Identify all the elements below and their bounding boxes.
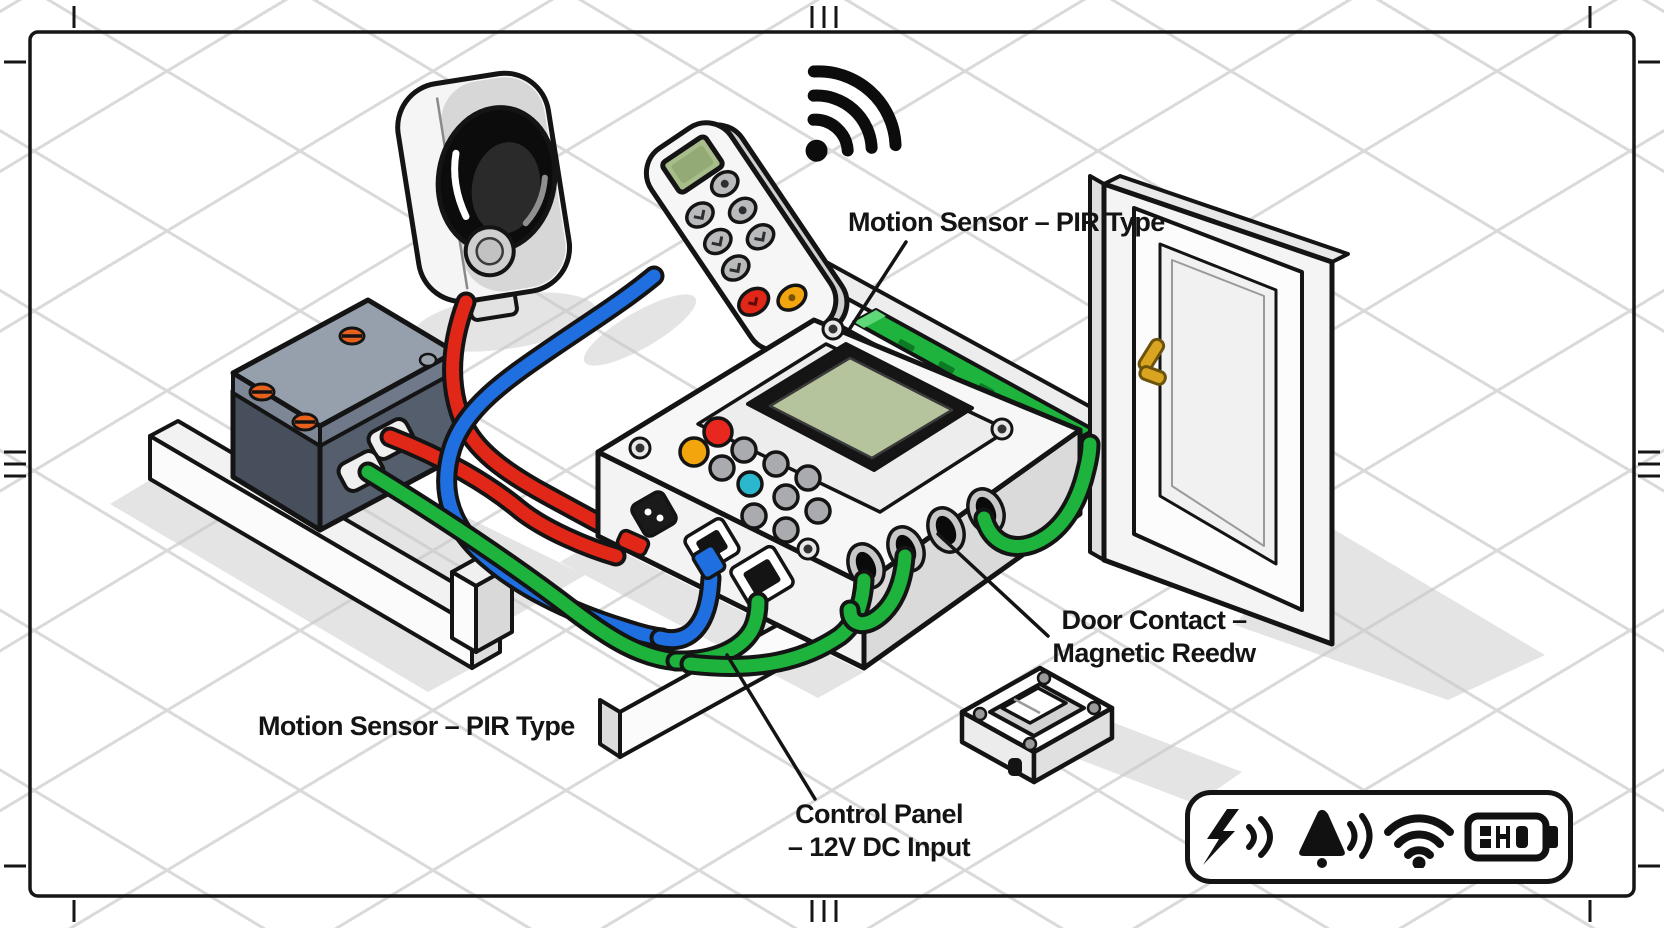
blueprint-frame xyxy=(4,6,1660,922)
panel-orange-button xyxy=(678,436,710,468)
wifi-signal-icon xyxy=(1384,814,1455,868)
panel-cyan-button xyxy=(736,470,764,498)
leader-lines xyxy=(725,240,1050,801)
legend-box xyxy=(1185,790,1573,884)
label-control-panel-line1: Control Panel xyxy=(795,799,963,829)
power-alert-icon xyxy=(1202,809,1273,865)
power-jack xyxy=(630,490,678,538)
label-control-panel: Control Panel – 12V DC Input xyxy=(756,798,1002,864)
junction-box-screws xyxy=(248,326,438,432)
wireless-signal-icon xyxy=(805,65,902,162)
remote-buttons xyxy=(685,170,808,317)
label-control-panel-line2: – 12V DC Input xyxy=(787,832,971,862)
pir-camera-sensor xyxy=(395,70,573,322)
panel-red-button xyxy=(702,416,734,448)
label-motion-sensor-left: Motion Sensor – PIR Type xyxy=(258,711,575,741)
junction-box xyxy=(230,297,458,533)
control-panel xyxy=(595,317,1083,671)
panel-screws xyxy=(628,317,1014,561)
label-motion-sensor-top: Motion Sensor – PIR Type xyxy=(848,207,1165,237)
red-connector xyxy=(615,528,651,558)
label-door-contact-line2: Magnetic Reedw xyxy=(1052,638,1256,668)
door-contact-switch xyxy=(959,665,1115,785)
door xyxy=(1088,174,1350,647)
wire-connectors xyxy=(615,433,1101,677)
door-handle xyxy=(1137,337,1167,386)
battery-icon xyxy=(1464,812,1559,862)
alarm-bell-icon xyxy=(1298,809,1373,868)
panel-cable-holes xyxy=(846,487,1006,590)
remote-red-button xyxy=(737,286,771,317)
label-door-contact-line1: Door Contact – xyxy=(1061,605,1247,635)
wireless-remote-keypad xyxy=(643,120,850,358)
blue-connector xyxy=(691,543,727,581)
panel-keypad xyxy=(678,416,832,544)
panel-lcd-screen xyxy=(768,356,954,460)
label-door-contact: Door Contact – Magnetic Reedw xyxy=(1028,604,1280,670)
